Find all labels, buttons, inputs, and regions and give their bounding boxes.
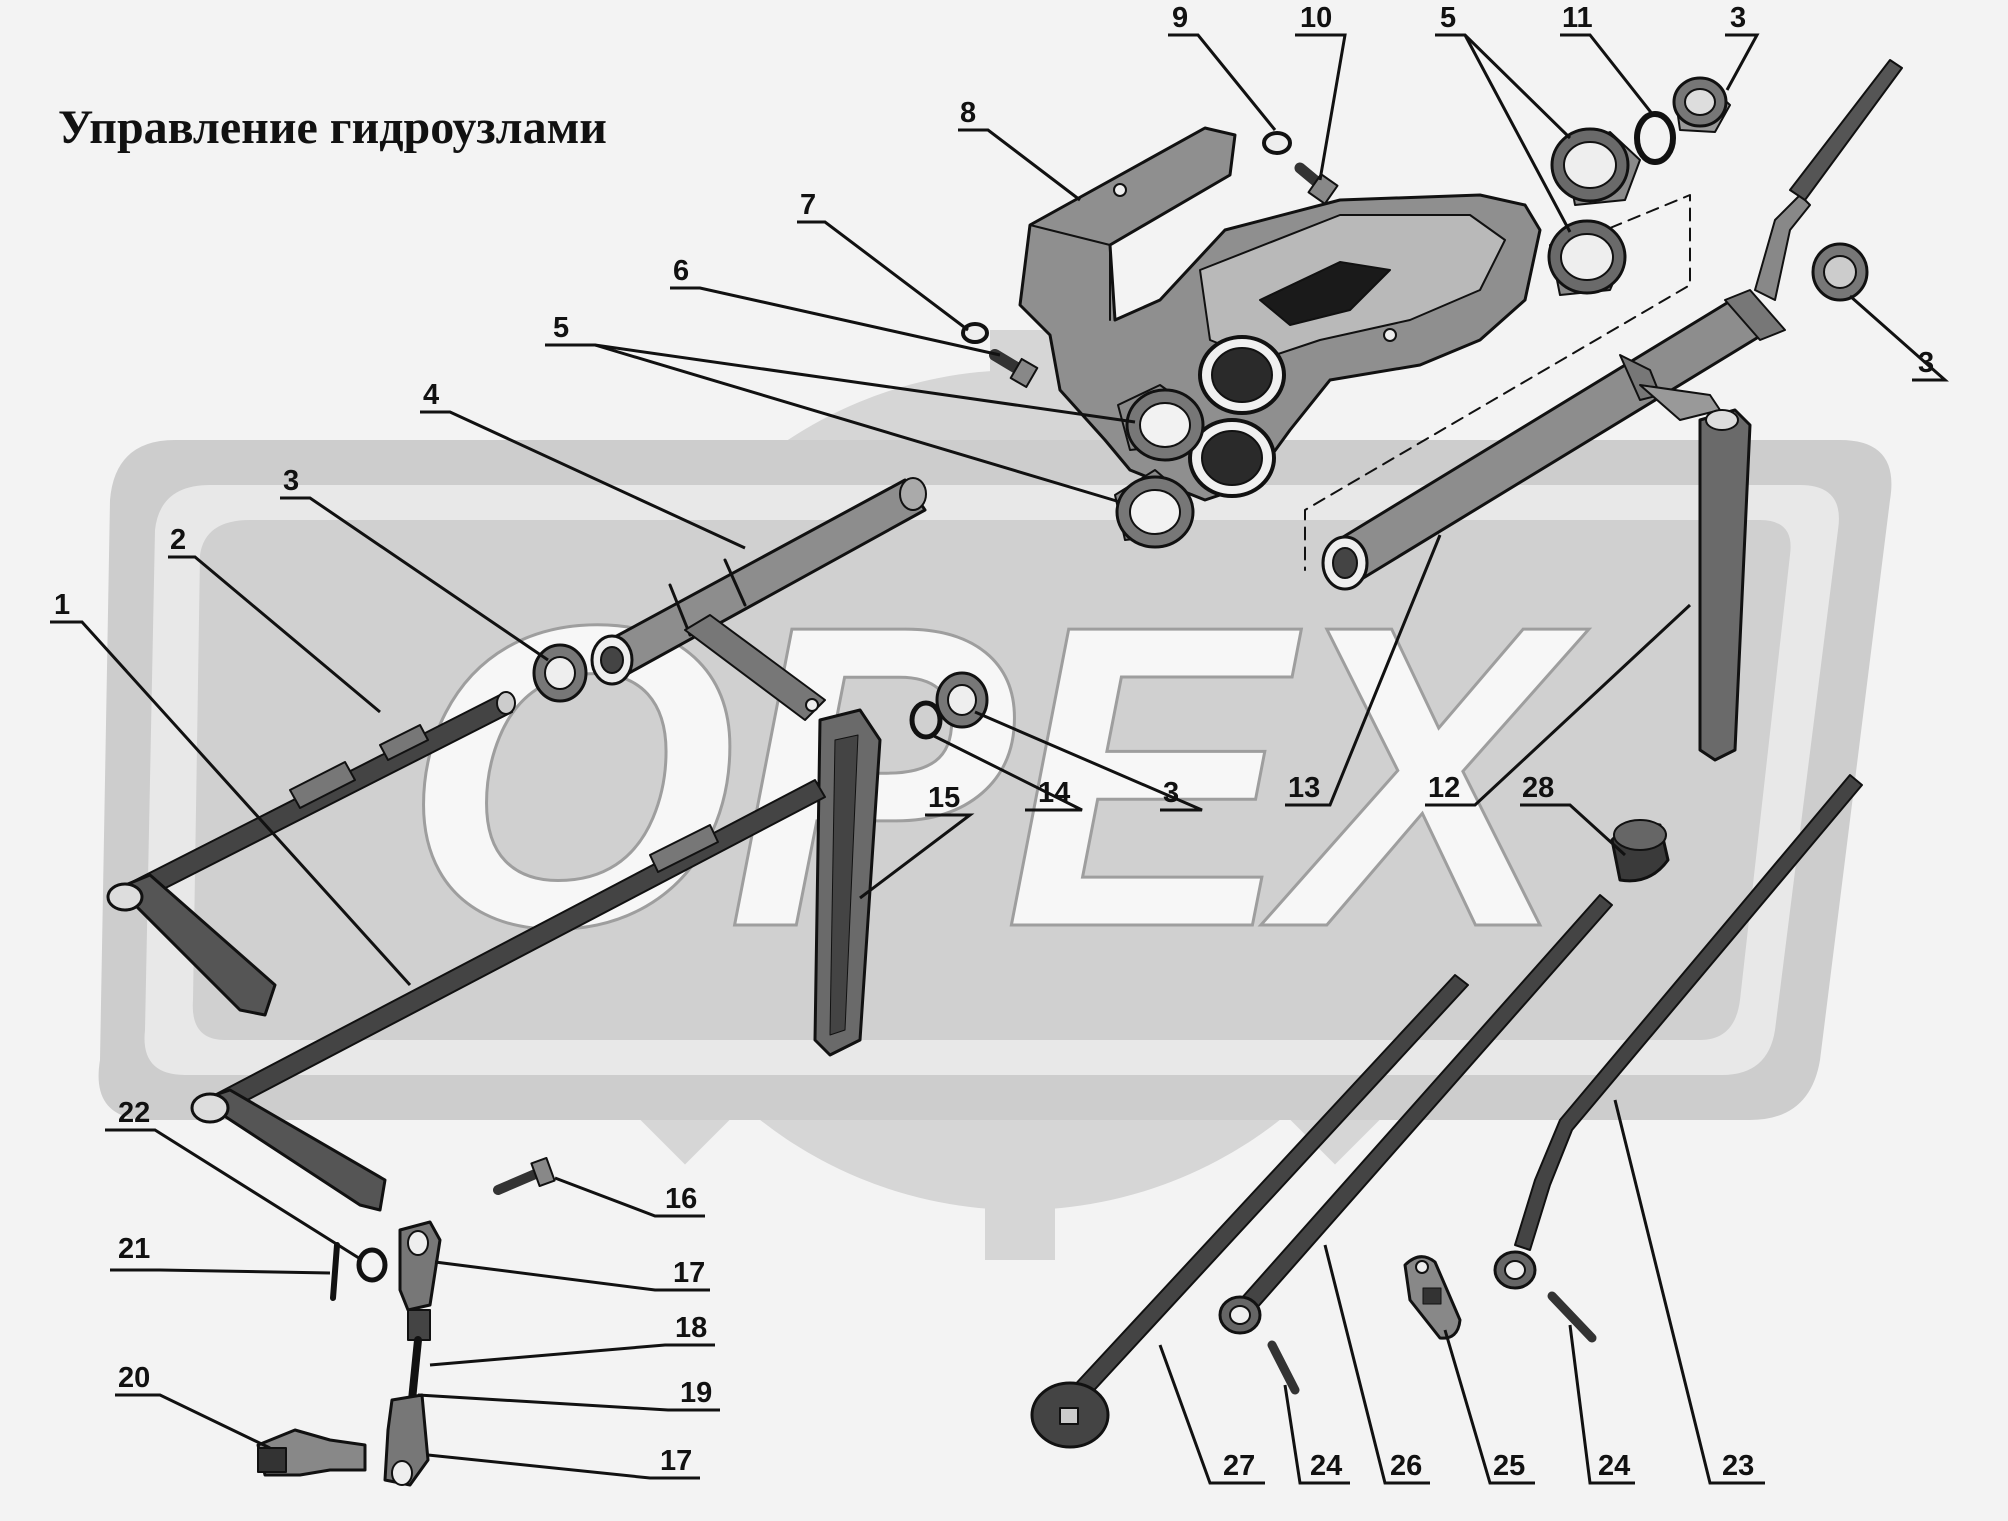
bushing-part-5-left <box>1114 384 1205 549</box>
callout-24: 24 <box>1598 1450 1630 1482</box>
shaft-part-1 <box>190 779 826 1212</box>
washer-part-9 <box>1262 131 1292 155</box>
callout-labels: 1 2 3 4 5 6 7 8 9 10 5 11 3 3 15 14 3 13… <box>54 2 1934 1482</box>
callout-3: 3 <box>1730 2 1746 34</box>
bolt-part-6 <box>989 349 1039 389</box>
bushing-part-3-middle <box>935 671 989 729</box>
callout-26: 26 <box>1390 1450 1422 1482</box>
callout-16: 16 <box>665 1183 697 1215</box>
rod-part-2 <box>106 691 516 1017</box>
callout-25: 25 <box>1493 1450 1525 1482</box>
pin-part-24-left <box>1267 1340 1300 1395</box>
rod-part-27 <box>1030 974 1469 1449</box>
callout-11: 11 <box>1562 2 1593 34</box>
callout-20: 20 <box>118 1362 150 1394</box>
callout-8: 8 <box>960 97 976 129</box>
callout-19: 19 <box>680 1377 712 1409</box>
shaft-part-4 <box>590 477 927 721</box>
rod-part-26 <box>1218 894 1613 1335</box>
watermark: OPEX <box>98 330 1892 1260</box>
retaining-ring-part-14 <box>909 700 943 740</box>
callout-14: 14 <box>1038 777 1070 809</box>
callout-15: 15 <box>928 782 960 814</box>
callout-28: 28 <box>1522 772 1554 804</box>
callout-13: 13 <box>1288 772 1320 804</box>
callout-5: 5 <box>553 312 569 344</box>
shaft-part-13 <box>1321 59 1903 591</box>
bolt-part-10 <box>1294 162 1339 205</box>
bushing-part-3-top <box>1672 76 1731 133</box>
callout-27: 27 <box>1223 1450 1255 1482</box>
lever-part-25 <box>1403 1255 1462 1340</box>
callout-9: 9 <box>1172 2 1188 34</box>
callout-6: 6 <box>673 255 689 287</box>
bushing-part-5-right <box>1547 127 1641 296</box>
callout-23: 23 <box>1722 1450 1754 1482</box>
callout-10: 10 <box>1300 2 1332 34</box>
bolt-part-16 <box>493 1156 556 1195</box>
callout-21: 21 <box>118 1233 150 1265</box>
callout-3: 3 <box>1918 347 1934 379</box>
callout-17: 17 <box>673 1257 705 1289</box>
watermark-text: OPEX <box>403 537 1590 1017</box>
callout-12: 12 <box>1428 772 1460 804</box>
diagram-title: Управление гидроузлами <box>58 101 607 154</box>
callout-18: 18 <box>675 1312 707 1344</box>
bushing-part-3-left <box>532 643 588 703</box>
retaining-ring-part-11 <box>1634 111 1676 165</box>
rod-part-23 <box>1493 774 1863 1290</box>
callout-7: 7 <box>800 189 816 221</box>
washer-part-7 <box>961 322 989 344</box>
clevis-part-17-top <box>398 1220 442 1312</box>
callout-17: 17 <box>660 1445 692 1477</box>
callout-3: 3 <box>1163 777 1179 809</box>
callout-1: 1 <box>54 589 70 621</box>
pin-part-24-right <box>1547 1291 1597 1343</box>
clevis-part-17-bottom <box>383 1393 430 1487</box>
lever-part-15 <box>813 708 882 1057</box>
callout-24: 24 <box>1310 1450 1342 1482</box>
leader-lines <box>50 33 1949 1485</box>
cotter-pin-part-21 <box>330 1242 340 1301</box>
callout-5: 5 <box>1440 2 1456 34</box>
callout-4: 4 <box>423 379 439 411</box>
bushing-part-3-right <box>1811 242 1869 302</box>
adjusting-nut-part-18 <box>407 1309 431 1341</box>
lever-part-12 <box>1698 408 1752 762</box>
callout-3: 3 <box>283 465 299 497</box>
callout-2: 2 <box>170 524 186 556</box>
alignment-guide <box>1304 194 1691 571</box>
lever-part-20 <box>256 1428 367 1477</box>
threaded-rod-part-19 <box>408 1336 422 1404</box>
knob-part-28 <box>1610 819 1670 883</box>
washer-part-22 <box>356 1247 388 1283</box>
callout-22: 22 <box>118 1097 150 1129</box>
